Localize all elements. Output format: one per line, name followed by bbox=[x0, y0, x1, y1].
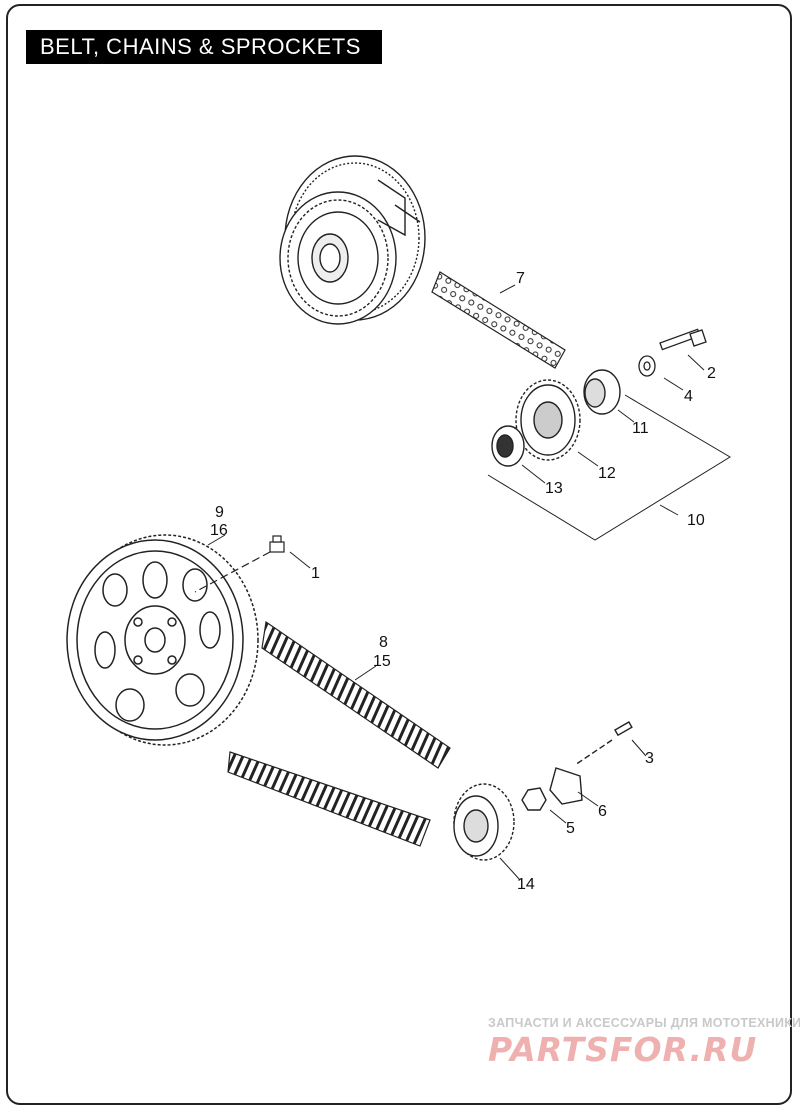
compensating-sprocket-part bbox=[491, 369, 621, 467]
transmission-sprocket-part bbox=[453, 721, 633, 861]
drive-belt-part bbox=[227, 620, 451, 847]
callout-16: 16 bbox=[210, 522, 228, 539]
callout-8: 8 bbox=[379, 634, 388, 651]
rear-pulley-part bbox=[66, 534, 259, 746]
callout-9: 9 bbox=[215, 504, 224, 521]
callout-11: 11 bbox=[632, 420, 649, 437]
callout-2: 2 bbox=[707, 365, 716, 382]
page-frame bbox=[6, 4, 792, 1105]
callout-3: 3 bbox=[645, 750, 654, 767]
leader-lines bbox=[207, 284, 731, 881]
callout-13: 13 bbox=[545, 480, 563, 497]
callout-15: 15 bbox=[373, 653, 391, 670]
callout-4: 4 bbox=[684, 388, 693, 405]
callout-14: 14 bbox=[517, 876, 535, 893]
watermark-tagline: ЗАПЧАСТИ И АКСЕССУАРЫ ДЛЯ МОТОТЕХНИКИ bbox=[488, 1016, 800, 1030]
callout-7: 7 bbox=[516, 270, 525, 287]
callout-12: 12 bbox=[598, 465, 616, 482]
callout-1: 1 bbox=[311, 565, 320, 582]
primary-chain-part bbox=[431, 271, 566, 369]
callout-5: 5 bbox=[566, 820, 575, 837]
bolt-and-washer-part bbox=[638, 328, 707, 377]
callout-10: 10 bbox=[687, 512, 705, 529]
watermark-brand: PARTSFOR.RU bbox=[488, 1030, 758, 1069]
callout-6: 6 bbox=[598, 803, 607, 820]
pulley-bolt-part bbox=[194, 535, 285, 593]
page-title: BELT, CHAINS & SPROCKETS bbox=[26, 30, 382, 64]
clutch-basket-part bbox=[279, 155, 426, 325]
